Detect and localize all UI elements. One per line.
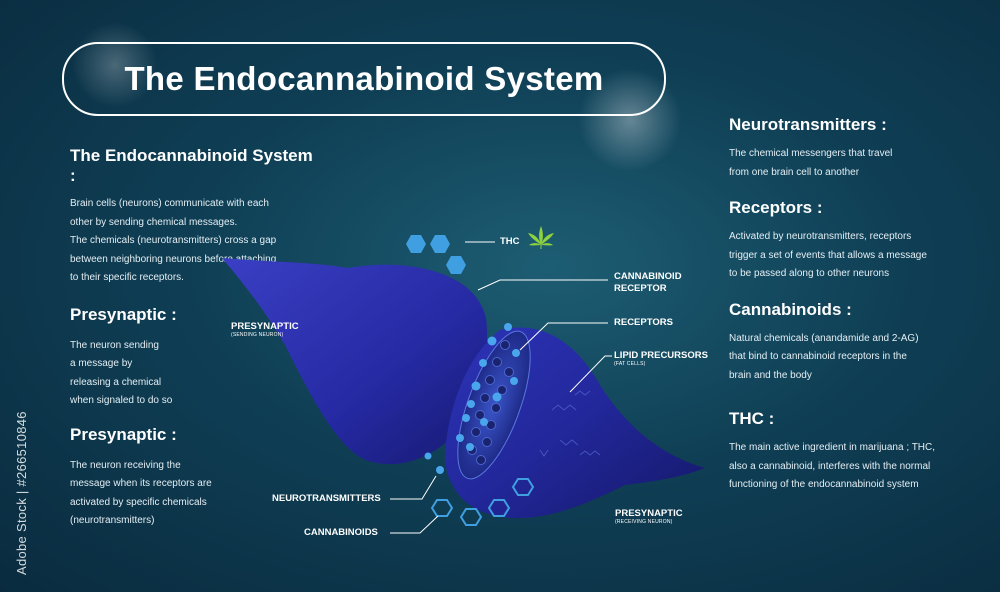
section-text: Brain cells (neurons) communicate with e…: [70, 195, 320, 288]
label-cannabinoid-receptor: CANNABINOID RECEPTOR: [614, 271, 682, 295]
text-line: message when its receptors are: [70, 478, 212, 489]
text-line: other by sending chemical messages.: [70, 216, 238, 228]
text-line: a message by: [70, 358, 133, 369]
label-subline: (SENDING NEURON): [231, 332, 284, 338]
section-endocannabinoid: The Endocannabinoid System : Brain cells…: [70, 146, 320, 288]
neurotransmitter-dots: [424, 323, 520, 474]
label-subline: (FAT CELLS): [614, 361, 646, 367]
section-neurotransmitters: Neurotransmitters : The chemical messeng…: [729, 115, 989, 182]
text-line: functioning of the endocannabinoid syste…: [729, 479, 919, 490]
cannabinoid-hexagons: [430, 478, 535, 526]
label-line: RECEPTOR: [614, 283, 667, 294]
section-heading: Neurotransmitters :: [729, 115, 887, 134]
section-text: The neuron sending a message by releasin…: [70, 337, 320, 411]
section-presynaptic-sending: Presynaptic : The neuron sending a messa…: [70, 305, 320, 411]
leader-lines: [390, 241, 612, 534]
section-receptors: Receptors : Activated by neurotransmitte…: [729, 198, 989, 284]
section-text: Natural chemicals (anandamide and 2-AG) …: [729, 330, 989, 386]
lipid-squiggles: [539, 390, 601, 457]
right-column: Neurotransmitters : The chemical messeng…: [729, 115, 989, 495]
page-title: The Endocannabinoid System: [124, 60, 604, 97]
label-cannabinoids: CANNABINOIDS: [304, 527, 378, 538]
section-heading: Receptors :: [729, 198, 823, 217]
text-line: to their specific receptors.: [70, 272, 184, 283]
label-neurotransmitters: NEUROTRANSMITTERS: [272, 493, 381, 504]
text-line: Activated by neurotransmitters, receptor…: [729, 231, 912, 242]
section-presynaptic-receiving: Presynaptic : The neuron receiving the m…: [70, 425, 320, 531]
section-text: Activated by neurotransmitters, receptor…: [729, 228, 989, 284]
label-thc: THC: [500, 236, 520, 247]
text-line: The neuron receiving the: [70, 459, 181, 471]
text-line: that bind to cannabinoid receptors in th…: [729, 351, 907, 362]
text-line: from one brain cell to another: [729, 166, 860, 178]
label-presynaptic-sending: PRESYNAPTIC (SENDING NEURON): [231, 321, 299, 338]
label-line: LIPID PRECURSORS: [614, 350, 708, 361]
text-line: trigger a set of events that allows a me…: [729, 249, 927, 261]
text-line: to be passed along to other neurons: [729, 268, 890, 279]
text-line: The chemical messengers that travel: [729, 148, 893, 159]
label-presynaptic-receiving: PRESYNAPTIC (RECEIVING NEURON): [615, 508, 683, 525]
text-line: between neighboring neurons before attac…: [70, 253, 277, 265]
label-line: CANNABINOID: [614, 271, 682, 282]
label-line: PRESYNAPTIC: [615, 508, 683, 519]
text-line: activated by specific chemicals: [70, 496, 207, 508]
label-line: PRESYNAPTIC: [231, 321, 299, 332]
section-cannabinoids: Cannabinoids : Natural chemicals (ananda…: [729, 300, 989, 386]
section-heading: Presynaptic :: [70, 304, 177, 324]
section-heading: The Endocannabinoid System :: [70, 146, 313, 185]
left-column: The Endocannabinoid System : Brain cells…: [70, 146, 320, 531]
label-subline: (RECEIVING NEURON): [615, 519, 673, 525]
section-thc: THC : The main active ingredient in mari…: [729, 409, 989, 495]
text-line: The chemicals (neurotransmitters) cross …: [70, 235, 277, 246]
title-pill: The Endocannabinoid System: [62, 42, 666, 116]
section-text: The chemical messengers that travel from…: [729, 145, 989, 182]
text-line: releasing a chemical: [70, 376, 162, 388]
label-receptors: RECEPTORS: [614, 317, 673, 328]
sending-neuron: [222, 258, 488, 465]
section-text: The neuron receiving the message when it…: [70, 457, 320, 531]
text-line: Natural chemicals (anandamide and 2-AG): [729, 332, 919, 344]
section-heading: Presynaptic :: [70, 424, 177, 444]
text-line: when signaled to do so: [70, 395, 173, 406]
thc-hexagons: [406, 235, 466, 274]
label-lipid-precursors: LIPID PRECURSORS (FAT CELLS): [614, 350, 708, 367]
section-heading: Cannabinoids :: [729, 299, 852, 319]
text-line: The neuron sending: [70, 339, 159, 351]
text-line: brain and the body: [729, 369, 812, 381]
section-text: The main active ingredient in marijuana …: [729, 439, 989, 495]
text-line: also a cannabinoid, interferes with the …: [729, 460, 931, 472]
section-heading: THC :: [729, 409, 775, 428]
text-line: Brain cells (neurons) communicate with e…: [70, 198, 269, 209]
cannabis-leaf-icon: [528, 226, 554, 249]
text-line: (neurotransmitters): [70, 515, 155, 526]
text-line: The main active ingredient in marijuana …: [729, 442, 936, 453]
